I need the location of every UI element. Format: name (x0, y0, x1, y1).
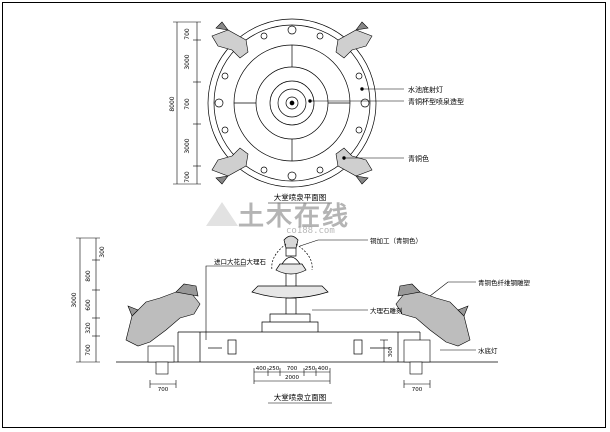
watermark-logo-icon (206, 202, 238, 226)
plan-dim-total: 8000 (169, 96, 176, 111)
elev-right-base: 700 (412, 387, 423, 393)
elev-dim-d: 800 (85, 270, 92, 282)
elevation-bottom-dims (149, 368, 431, 388)
elevation-title: 大堂喷泉立面图 (274, 392, 327, 402)
elevation-dragon-right (395, 283, 471, 375)
plan-dim-1: 700 (184, 28, 191, 40)
elev-bot-e: 400 (318, 366, 329, 372)
elev-dim-b: 320 (85, 322, 92, 334)
elev-dim-c: 600 (85, 299, 92, 311)
elev-label-copper: 铜加工（青铜色） (370, 236, 422, 245)
elev-bot-total: 2000 (285, 375, 299, 381)
elev-dim-total: 3000 (71, 292, 78, 307)
plan-dimension-chain (173, 21, 201, 185)
elev-bot-c: 700 (287, 366, 298, 372)
elev-right-height: 300 (388, 346, 394, 357)
elev-bot-b: 250 (269, 366, 280, 372)
plan-dim-3: 700 (184, 98, 191, 110)
elev-bot-d: 250 (305, 366, 316, 372)
elevation-right-dim (380, 339, 388, 362)
plan-dim-2: 3000 (184, 54, 191, 69)
plan-dim-5: 700 (184, 171, 191, 183)
elev-dim-a: 700 (85, 344, 92, 356)
watermark-subtext: co188.com (286, 226, 335, 236)
fountain-plan (207, 18, 377, 188)
fountain-elevation (116, 235, 498, 363)
elev-label-marble: 大理石雕刻 (370, 306, 403, 315)
plan-dragon-sw (211, 147, 249, 185)
plan-dim-4: 3000 (184, 138, 191, 153)
plan-leaders (308, 87, 404, 160)
plan-label-bronze: 青铜色 (408, 154, 429, 163)
drawing-frame (2, 2, 606, 428)
plan-label-light: 水池底射灯 (408, 85, 443, 94)
plan-dragon-ne (335, 21, 373, 59)
elev-label-import-stone: 进口大花白大理石 (214, 257, 267, 266)
watermark-text: 土木在线 (238, 202, 351, 232)
elev-bot-a: 400 (256, 366, 267, 372)
plan-dragon-nw (211, 21, 249, 59)
elevation-dimension-chain (76, 237, 100, 363)
elev-label-sculpture: 青铜色纤维钢雕塑 (478, 278, 531, 287)
plan-label-fountain: 青铜杯型喷泉造型 (408, 97, 464, 106)
plan-title: 大堂喷泉平面图 (274, 192, 327, 202)
elevation-leaders (205, 239, 476, 351)
elev-label-water-light: 水底灯 (478, 346, 498, 355)
elevation-dragon-left (125, 283, 201, 375)
elev-dim-e: 300 (99, 246, 106, 258)
plan-dragon-se (335, 147, 373, 185)
elev-left-base: 700 (158, 387, 169, 393)
